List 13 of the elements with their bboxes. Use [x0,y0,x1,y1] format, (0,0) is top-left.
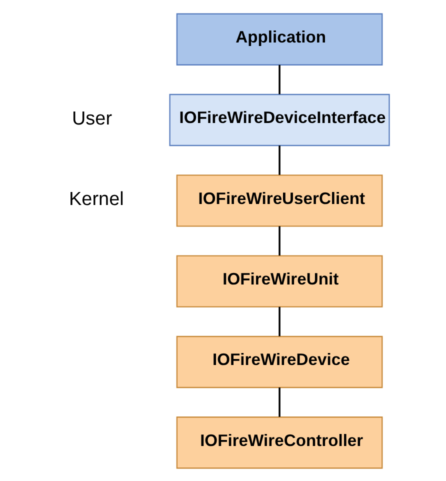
node-box: IOFireWireUserClient [176,174,382,226]
connector [278,145,280,174]
node-box: IOFireWireDeviceInterface [168,93,390,146]
connector [278,64,280,94]
node-box: IOFireWireUnit [176,254,382,307]
label: User [71,108,112,130]
node-box: IOFireWireController [176,416,382,468]
node-box: IOFireWireDevice [176,335,382,388]
connector [278,306,280,336]
connector [278,387,280,416]
node-box: Application [176,12,382,65]
label: Kernel [68,188,124,210]
connector [278,226,280,256]
